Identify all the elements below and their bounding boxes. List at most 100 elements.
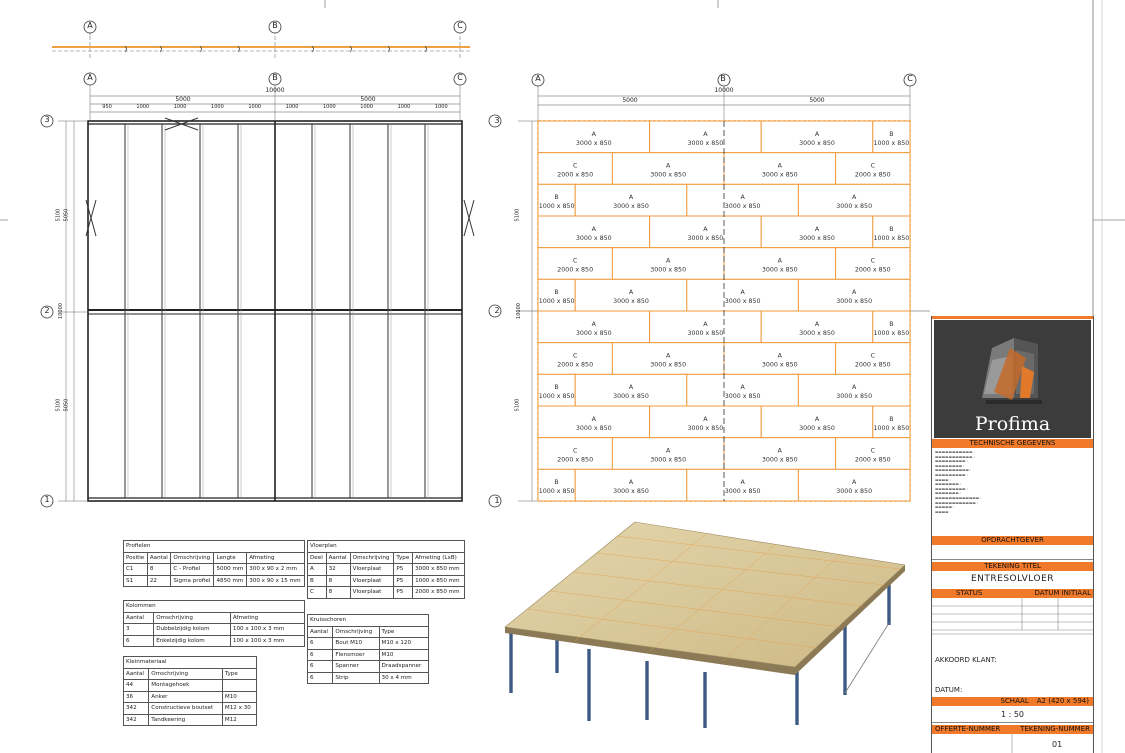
table-row: B 8 Vloerplaat P5 1000 x 850 mm xyxy=(307,574,465,587)
floor-panel-b xyxy=(537,468,576,502)
table-header: Aantal xyxy=(146,551,172,564)
table-cell: 22 xyxy=(146,574,172,587)
panel-size: 3000 x 850 xyxy=(650,457,686,464)
panel-label: B xyxy=(554,384,558,391)
table-header: Positie xyxy=(123,551,148,564)
profima-logo-icon xyxy=(982,338,1042,404)
panel-size: 3000 x 850 xyxy=(688,140,724,147)
panel-size: 1000 x 850 xyxy=(874,330,910,337)
table-cell: 8 xyxy=(325,586,351,599)
table-title: Kolommen xyxy=(123,600,305,613)
table-cell: 342 xyxy=(122,702,150,715)
table-cell: 342 xyxy=(122,713,150,726)
table-cell: M10 xyxy=(378,648,430,661)
table-row: C1 8 C - Profiel 5000 mm 300 x 90 x 2 mm xyxy=(123,563,305,576)
table-cell: A xyxy=(307,563,327,576)
table-cell: Enkelzijdig kolom xyxy=(153,634,231,647)
panel-label: C xyxy=(871,258,876,265)
table-header: Deel xyxy=(307,551,327,564)
table-cell: Dubbelzijdig kolom xyxy=(153,623,231,636)
panel-label: A xyxy=(852,194,857,201)
floor-panel-a xyxy=(686,468,799,502)
panel-label: C xyxy=(573,163,578,170)
panel-size: 3000 x 850 xyxy=(762,172,798,179)
table-cell: M12 x 30 xyxy=(221,702,258,715)
table-cell: P5 xyxy=(393,586,414,599)
panel-label: A xyxy=(666,353,671,360)
table-cell: 30 x 4 mm xyxy=(378,671,430,684)
opdrachtgever-bar: OPDRACHTGEVER xyxy=(932,536,1093,545)
dim-side-total: 10000 xyxy=(57,303,64,319)
table-row: 6 Flensmoer M10 xyxy=(306,648,430,661)
table-cell: Sigma profiel xyxy=(170,574,215,587)
panel-label: A xyxy=(629,194,634,201)
floor-dim-total: 10000 xyxy=(714,87,734,94)
panel-size: 3000 x 850 xyxy=(799,425,835,432)
rule xyxy=(932,722,1093,723)
table-row: S1 22 Sigma profiel 4850 mm 300 x 90 x 1… xyxy=(123,574,305,587)
scale-value: 1 : 50 xyxy=(1000,710,1025,719)
table-vloerplan: Vloerplan Deel Aantal Omschrijving Type … xyxy=(307,540,465,599)
floor-panel-c xyxy=(835,247,911,280)
dim-sub-4: 1000 xyxy=(248,104,262,110)
grid-label-c: C xyxy=(457,73,463,82)
panel-size: 3000 x 850 xyxy=(799,235,835,242)
table-header: Omschrijving xyxy=(170,551,215,564)
table-cell: 8 xyxy=(146,563,172,576)
panel-size: 2000 x 850 xyxy=(855,172,891,179)
table-cell: 6 xyxy=(122,634,155,647)
floor-dim-side-1: 5100 xyxy=(514,208,521,222)
table-header: Omschrijving xyxy=(332,625,380,638)
dim-sub-3: 1000 xyxy=(211,104,224,110)
table-cell: 44 xyxy=(122,679,150,692)
panel-label: A xyxy=(740,479,745,486)
drawing-title: ENTRESOLVLOER xyxy=(970,574,1055,584)
table-kruisschoren: Kruisschoren Aantal Omschrijving Type 6 … xyxy=(306,614,430,684)
status-col: STATUS xyxy=(956,589,983,597)
table-row: 6 Spanner Draadspanner xyxy=(306,660,430,673)
table-cell: Vloerplaat xyxy=(349,563,395,576)
floor-panel-a xyxy=(611,437,725,470)
panel-size: 3000 x 850 xyxy=(688,425,724,432)
panel-size: 3000 x 850 xyxy=(799,330,835,337)
panel-size: 3000 x 850 xyxy=(576,140,612,147)
rule xyxy=(932,559,1093,560)
panel-size: 2000 x 850 xyxy=(557,172,593,179)
dim-half-2: 5000 xyxy=(360,96,376,103)
table-cell: C xyxy=(307,586,327,599)
panel-size: 2000 x 850 xyxy=(855,362,891,369)
dim-sub-9: 1000 xyxy=(434,104,448,110)
floor-panel-a xyxy=(537,215,651,249)
panel-size: 3000 x 850 xyxy=(725,298,761,305)
table-header: Type xyxy=(221,667,258,680)
floor-dim-side-total: 10000 xyxy=(515,303,522,319)
grid-label-a-top: A xyxy=(87,21,93,30)
offerte-nummer-label: OFFERTE-NUMMER xyxy=(935,725,1001,733)
panel-size: 1000 x 850 xyxy=(874,235,910,242)
table-title: Kleinmateriaal xyxy=(123,656,257,669)
panel-label: A xyxy=(703,416,708,423)
table-cell: 8 xyxy=(325,574,351,587)
panel-label: A xyxy=(852,479,857,486)
panel-size: 1000 x 850 xyxy=(874,140,910,147)
panel-size: 3000 x 850 xyxy=(613,298,649,305)
floor-panel-a xyxy=(760,310,874,344)
grid-bubble xyxy=(903,73,917,87)
floor-panel-c xyxy=(835,437,911,470)
panel-size: 1000 x 850 xyxy=(874,425,910,432)
tekening-nummer-label: TEKENING-NUMMER xyxy=(1020,725,1090,733)
table-header: Type xyxy=(378,625,430,638)
panel-size: 3000 x 850 xyxy=(799,140,835,147)
table-cell: 3 xyxy=(122,623,155,636)
table-header: Aantal xyxy=(122,611,155,624)
table-cell: 32 xyxy=(325,563,351,576)
floor-panel-c xyxy=(537,152,613,185)
nummer-divider xyxy=(1011,734,1013,753)
table-cell: Spanner xyxy=(332,660,380,673)
panel-size: 3000 x 850 xyxy=(613,393,649,400)
panel-size: 3000 x 850 xyxy=(650,362,686,369)
table-cell: P5 xyxy=(393,574,414,587)
dim-sub-8: 1000 xyxy=(397,104,411,110)
dim-side-1: 5100 xyxy=(55,208,62,222)
panel-label: A xyxy=(592,226,597,233)
